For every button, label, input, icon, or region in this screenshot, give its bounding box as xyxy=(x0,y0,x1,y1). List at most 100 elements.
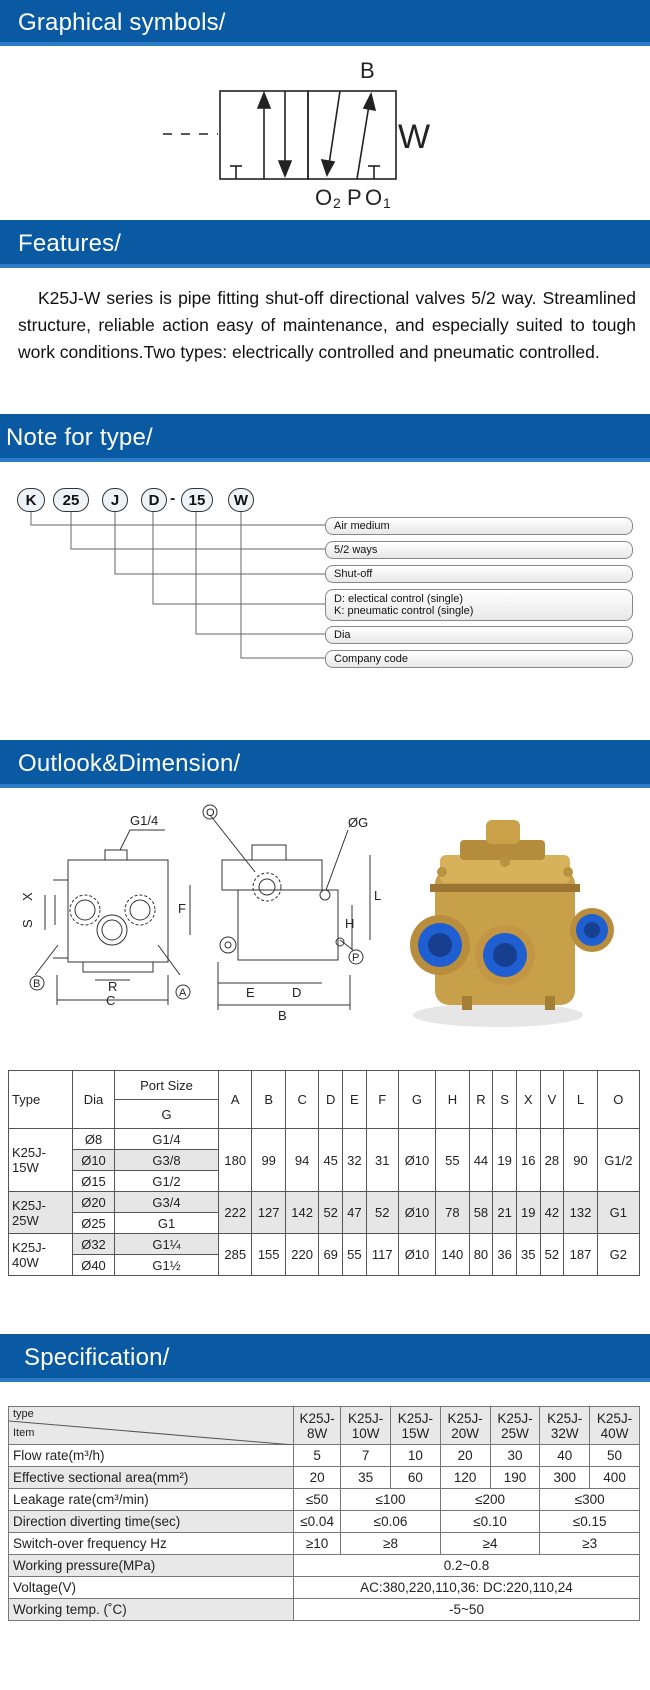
col-header-port-g: G xyxy=(114,1099,219,1129)
spec-row-voltage: Voltage(V) AC:380,220,110,36: DC:220,110… xyxy=(8,1576,640,1599)
code-part-15: 15 xyxy=(181,488,213,512)
dim-label-h: H xyxy=(345,916,354,931)
port-o2-label: O xyxy=(315,185,332,210)
section-header-features: Features/ xyxy=(0,220,650,268)
spec-row-leak: Leakage rate(cm³/min) ≤50 ≤100 ≤200 ≤300 xyxy=(8,1488,640,1511)
spec-cell: AC:380,220,110,36: DC:220,110,24 xyxy=(293,1576,640,1599)
dim-label-p-circle: P xyxy=(352,952,359,964)
col-header-h: H xyxy=(435,1070,470,1129)
outline-drawings: G1/4 X S B R C A O ØG F L H P E D B xyxy=(0,800,650,1050)
spec-cell: 5 xyxy=(292,1444,342,1467)
port-p-label: P xyxy=(347,185,362,210)
note-text: 5/2 ways xyxy=(334,544,378,556)
col-header-r: R xyxy=(468,1070,494,1129)
model-cell: K25J-10W xyxy=(340,1406,391,1445)
col-header-type: Type xyxy=(8,1070,73,1129)
value-r: 44 xyxy=(468,1128,494,1192)
value-r: 80 xyxy=(468,1233,494,1276)
model-cell: K25J-40W xyxy=(589,1406,640,1445)
value-v: 52 xyxy=(539,1233,565,1276)
dim-label-og: ØG xyxy=(348,815,368,830)
spec-cell: ≤50 xyxy=(292,1488,342,1511)
dim-label-x: X xyxy=(20,892,35,901)
col-header-g: G xyxy=(397,1070,437,1129)
spec-cell: 30 xyxy=(489,1444,541,1467)
col-header-f: F xyxy=(365,1070,399,1129)
spec-cell: ≤100 xyxy=(340,1488,441,1511)
dim-label-s: S xyxy=(20,919,35,928)
value-g: Ø10 xyxy=(397,1191,437,1234)
note-label-medium: Air medium xyxy=(325,517,633,535)
value-l: 187 xyxy=(563,1233,598,1276)
divider xyxy=(0,264,650,268)
dim-label-b-circle: B xyxy=(33,978,40,990)
dim-label-bb: B xyxy=(278,1008,287,1023)
value-h: 140 xyxy=(435,1233,470,1276)
dia-cell: Ø40 xyxy=(72,1254,115,1276)
section-header-outlook: Outlook&Dimension/ xyxy=(0,740,650,788)
col-header-o: O xyxy=(596,1070,641,1129)
dia-cell: Ø32 xyxy=(72,1233,115,1255)
corner-type-label: type xyxy=(13,1408,34,1420)
port-o1-label: O xyxy=(365,185,382,210)
table-row: K25J-15W Ø8 G1/4 180 99 94 45 32 31 Ø10 … xyxy=(8,1128,641,1192)
col-header-l: L xyxy=(563,1070,598,1129)
col-header-a: A xyxy=(217,1070,253,1129)
type-code-diagram: K 25 J D - 15 W Air medium 5/2 ways Shut… xyxy=(0,478,650,688)
code-separator: - xyxy=(170,490,176,507)
note-label-control: D: electical control (single) K: pneumat… xyxy=(325,589,633,621)
value-f: 31 xyxy=(365,1128,399,1192)
dim-label-g14: G1/4 xyxy=(130,813,158,828)
divider xyxy=(0,1378,650,1382)
section-title: Graphical symbols/ xyxy=(18,9,226,36)
value-s: 21 xyxy=(492,1191,517,1234)
row-label: Leakage rate(cm³/min) xyxy=(8,1488,294,1511)
value-x: 16 xyxy=(515,1128,541,1192)
value-v: 28 xyxy=(539,1128,565,1192)
graphical-symbol: B W O 2 P O 1 xyxy=(0,48,650,218)
row-label: Working temp. (˚C) xyxy=(8,1598,294,1621)
dia-cell: Ø15 xyxy=(72,1170,115,1192)
model-cell: K25J-32W xyxy=(539,1406,591,1445)
value-x: 19 xyxy=(515,1191,541,1234)
spec-row-pressure: Working pressure(MPa) 0.2~0.8 xyxy=(8,1554,640,1577)
value-e: 32 xyxy=(342,1128,367,1192)
value-f: 117 xyxy=(365,1233,399,1276)
value-h: 78 xyxy=(435,1191,470,1234)
spec-cell: 120 xyxy=(439,1466,491,1489)
table-row: Ø10 G3/8 xyxy=(9,1149,640,1171)
port-cell: G1/4 xyxy=(114,1128,219,1150)
port-cell: G3/8 xyxy=(114,1149,219,1171)
col-header-v: V xyxy=(539,1070,565,1129)
spec-cell: ≥4 xyxy=(439,1532,541,1555)
col-header-d: D xyxy=(318,1070,344,1129)
row-label: Flow rate(m³/h) xyxy=(8,1444,294,1467)
model-cell: K25J-8W xyxy=(292,1406,342,1445)
valve-symbol-diagram: B W O 2 P O 1 xyxy=(163,58,430,211)
note-text: Shut-off xyxy=(334,568,373,580)
value-b: 127 xyxy=(251,1191,286,1234)
note-label-ways: 5/2 ways xyxy=(325,541,633,559)
col-header-b: B xyxy=(251,1070,286,1129)
row-label: Voltage(V) xyxy=(8,1576,294,1599)
specification-table: type Item K25J-8W K25J-10W K25J-15W K25J… xyxy=(8,1406,640,1621)
value-v: 42 xyxy=(539,1191,565,1234)
spec-cell: 7 xyxy=(340,1444,391,1467)
col-header-x: X xyxy=(515,1070,541,1129)
spec-cell: 10 xyxy=(390,1444,441,1467)
dimension-table: Type Dia Port Size A B C D E F G H R S X… xyxy=(8,1070,641,1276)
value-e: 47 xyxy=(342,1191,367,1234)
spec-row-flow: Flow rate(m³/h) 5 7 10 20 30 40 50 xyxy=(8,1444,640,1467)
spec-cell: 400 xyxy=(589,1466,640,1489)
value-o: G1 xyxy=(596,1191,641,1234)
spec-row-switch: Switch-over frequency Hz ≥10 ≥8 ≥4 ≥3 xyxy=(8,1532,640,1555)
section-header-symbols: Graphical symbols/ xyxy=(0,0,650,46)
spec-cell: 190 xyxy=(489,1466,541,1489)
valve-photo xyxy=(410,820,614,1027)
spec-row-temp: Working temp. (˚C) -5~50 xyxy=(8,1598,640,1621)
spec-row-divert: Direction diverting time(sec) ≤0.04 ≤0.0… xyxy=(8,1510,640,1533)
port-cell: G1¼ xyxy=(114,1233,219,1255)
note-label-company: Company code xyxy=(325,650,633,668)
spec-cell: 50 xyxy=(589,1444,640,1467)
spec-cell: ≤0.10 xyxy=(439,1510,541,1533)
